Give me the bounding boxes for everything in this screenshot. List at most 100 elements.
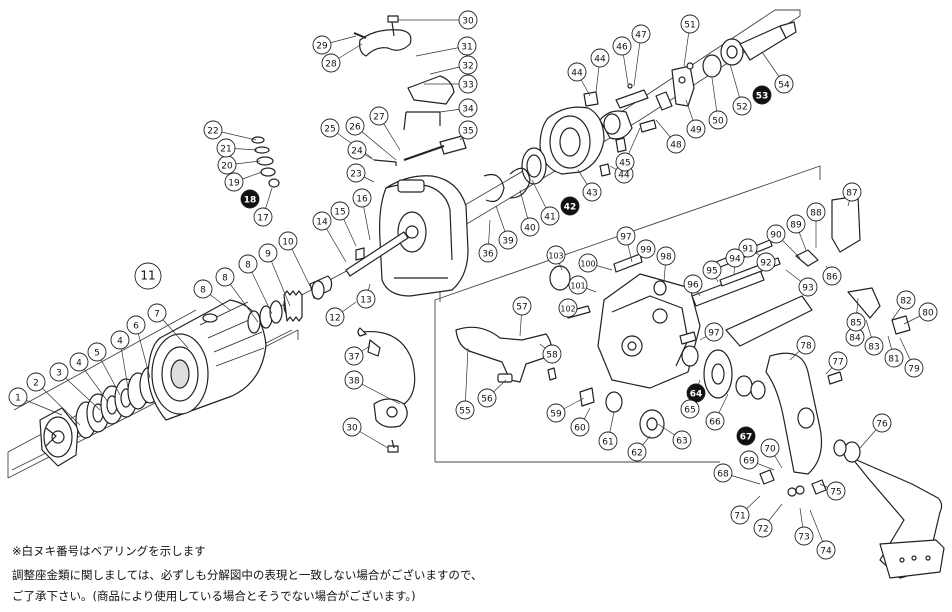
callout-circle	[224, 172, 244, 192]
callout-circle	[568, 275, 588, 295]
callout-circle	[498, 230, 518, 250]
part-number-label: 8	[222, 273, 228, 283]
part-number-label: 55	[459, 406, 470, 416]
part-callout-86: 86	[822, 266, 842, 286]
callout-circle	[713, 463, 733, 483]
callout-circle	[570, 417, 590, 437]
part-number-label: 102	[560, 304, 575, 313]
part-callout-67: 67	[736, 426, 756, 446]
part-callout-10: 10	[278, 231, 298, 251]
callout-circle	[616, 226, 636, 246]
part-number-label: 6	[133, 321, 139, 331]
part-number-label: 61	[602, 437, 613, 447]
part-callout-8: 8	[215, 267, 235, 287]
part-callout-13: 13	[356, 289, 376, 309]
callout-circle	[458, 120, 478, 140]
part-callout-21: 21	[216, 138, 236, 158]
callout-circle	[238, 254, 258, 274]
part-callout-60: 60	[570, 417, 590, 437]
part-callout-7: 7	[147, 303, 167, 323]
part-number-label: 43	[586, 188, 597, 198]
callout-circle	[546, 403, 566, 423]
callout-circle	[253, 207, 273, 227]
callout-circle	[730, 505, 750, 525]
callout-circle	[87, 342, 107, 362]
callout-circle	[345, 116, 365, 136]
part-number-label: 77	[832, 357, 843, 367]
part-number-label: 74	[820, 546, 832, 556]
part-number-label: 5	[94, 348, 100, 358]
callout-circle	[26, 372, 46, 392]
callout-circle	[680, 399, 700, 419]
callout-circle	[774, 74, 794, 94]
part-number-label: 51	[684, 20, 695, 30]
part-callout-42: 42	[560, 196, 580, 216]
callout-circle	[760, 438, 780, 458]
callout-circle	[458, 74, 478, 94]
bail-arm-drawing	[353, 29, 467, 166]
part-callout-15: 15	[330, 201, 350, 221]
bearing-callout-circle	[240, 189, 260, 209]
part-number-label: 27	[373, 112, 384, 122]
part-callout-69: 69	[739, 450, 759, 470]
drag-washers-drawing	[75, 366, 161, 439]
part-callout-4: 4	[110, 330, 130, 350]
rotor-drawing	[345, 175, 469, 297]
part-callout-51: 51	[680, 14, 700, 34]
callout-circle	[126, 315, 146, 335]
spool-drawing	[147, 299, 267, 421]
part-callout-85: 85	[846, 312, 866, 332]
part-number-label: 70	[764, 444, 776, 454]
bearing-note: ※白ヌキ番号はベアリングを示します	[12, 544, 206, 558]
part-number-label: 2	[33, 378, 39, 388]
part-callout-25: 25	[320, 118, 340, 138]
part-callout-23: 23	[346, 163, 366, 183]
part-number-label: 41	[544, 212, 555, 222]
callout-circle	[134, 262, 162, 290]
part-callout-56: 56	[477, 388, 497, 408]
part-number-label: 86	[826, 272, 838, 282]
part-callout-50: 50	[708, 110, 728, 130]
part-callout-63: 63	[672, 430, 692, 450]
part-number-label: 97	[620, 232, 631, 242]
part-number-label: 28	[325, 59, 337, 69]
part-number-label: 21	[220, 144, 231, 154]
part-number-label: 4	[117, 336, 123, 346]
callout-circle	[312, 35, 332, 55]
part-number-label: 40	[524, 223, 536, 233]
bearing-callout-circle	[736, 426, 756, 446]
part-callout-62: 62	[627, 442, 647, 462]
part-number-label: 79	[908, 364, 920, 374]
callout-circle	[786, 214, 806, 234]
part-callout-92: 92	[756, 252, 776, 272]
callout-circle	[346, 163, 366, 183]
part-callout-3: 3	[49, 362, 69, 382]
part-callout-65: 65	[680, 399, 700, 419]
callout-circle	[656, 246, 676, 266]
callout-circle	[725, 248, 745, 268]
part-number-label: 44	[594, 54, 606, 64]
part-callout-80: 80	[918, 302, 938, 322]
part-number-label: 32	[462, 61, 473, 71]
part-number-label: 20	[221, 161, 233, 171]
part-number-label: 56	[481, 394, 493, 404]
reel-body-drawing	[455, 273, 701, 389]
part-number-label: 9	[265, 249, 271, 259]
part-callout-24: 24	[347, 140, 367, 160]
callout-circle	[344, 346, 364, 366]
part-number-label: 24	[351, 146, 363, 156]
leader-line	[35, 381, 81, 426]
callout-circle	[686, 119, 706, 139]
part-number-label: 89	[790, 220, 802, 230]
part-number-label: 37	[348, 352, 359, 362]
part-callout-55: 55	[455, 400, 475, 420]
part-callout-1: 1	[8, 387, 28, 407]
part-callout-71: 71	[730, 505, 750, 525]
part-callout-52: 52	[732, 96, 752, 116]
callout-circle	[672, 430, 692, 450]
callout-circle	[702, 260, 722, 280]
part-callout-44: 44	[590, 48, 610, 68]
part-callout-22: 22	[203, 120, 223, 140]
callout-circle	[147, 303, 167, 323]
part-callout-19: 19	[224, 172, 244, 192]
